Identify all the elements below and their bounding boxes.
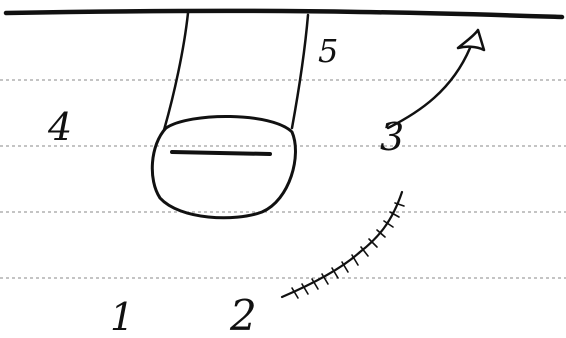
label-2: 2 <box>229 291 257 338</box>
inner-bar <box>170 150 272 156</box>
hatch-tick <box>331 267 339 279</box>
label-5: 5 <box>318 32 338 70</box>
hatch-tick <box>389 211 400 218</box>
curved-arrow <box>386 46 472 130</box>
hatch-tick <box>311 278 319 290</box>
ruled-lines <box>0 79 566 279</box>
hatch-tick <box>383 220 394 228</box>
hatch-tick <box>394 202 405 207</box>
hatch-tick <box>341 261 349 273</box>
hatch-tick <box>321 273 329 285</box>
label-3: 3 <box>380 115 404 159</box>
tube-bulb <box>150 115 297 220</box>
surface-line <box>3 8 565 20</box>
hatch-tick <box>360 246 369 257</box>
hatch-tick <box>301 283 309 295</box>
squiggle-line <box>280 190 404 299</box>
hatch-tick <box>351 254 359 266</box>
tube-right-wall <box>290 13 310 130</box>
hatch-tick <box>376 229 386 238</box>
label-4: 4 <box>47 105 72 149</box>
arrow-head-icon <box>456 28 486 52</box>
tube-left-wall <box>162 11 190 132</box>
hatch-tick <box>291 287 299 299</box>
label-1: 1 <box>110 295 134 338</box>
hatch-ticks <box>291 202 405 299</box>
hatch-tick <box>368 238 378 248</box>
